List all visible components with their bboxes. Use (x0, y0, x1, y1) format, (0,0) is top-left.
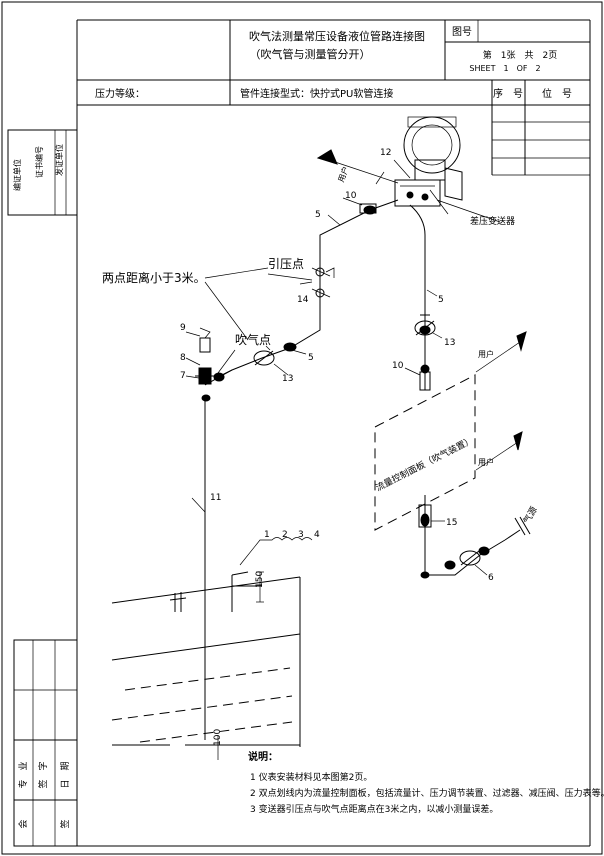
dim-150: 150 (255, 571, 265, 588)
countersign-label: 会 (17, 819, 29, 828)
flow-sensor-10a: 10 (342, 191, 377, 214)
transmitter-label: 差压变送器 (470, 215, 515, 227)
note-item-1: 1 仪表安装材料见本图第2页。 (250, 771, 372, 783)
callout-10a: 10 (345, 191, 357, 201)
tap-point-fitting: 14 (297, 267, 335, 305)
sign-label: 签 (59, 819, 71, 828)
position-no-header: 位 号 (542, 87, 572, 100)
sheet-en: SHEET 1 OF 2 (469, 64, 540, 73)
title-line1: 吹气法测量常压设备液位管路连接图 (249, 29, 425, 43)
tap-point-label: 引压点 (268, 257, 304, 271)
callout-13b: 13 (444, 338, 455, 348)
user-top-label: 用户 (336, 165, 351, 183)
left-margin-block: 编证单位 证书编号 发证单位 专 业 签 字 日 期 会 签 (7, 129, 78, 847)
filter-15: 15 (418, 504, 457, 528)
callout-14: 14 (297, 295, 309, 305)
callout-11: 11 (210, 493, 221, 503)
seq-no-header: 序 号 (493, 87, 523, 100)
notes-heading: 说明： (248, 750, 278, 763)
callout-1: 1 (264, 530, 270, 540)
dim-100: 100 (213, 729, 223, 746)
distance-note: 两点距离小于3米。 (102, 270, 206, 285)
dimensions: 150 100 (213, 571, 265, 760)
differential-pressure-transmitter: 差压变送器 12 (380, 116, 515, 227)
callout-5b: 5 (438, 295, 444, 305)
profession-label: 专 业 (17, 761, 29, 788)
panel-label: 流量控制面板（吹气装置） (374, 434, 476, 494)
callout-8: 8 (180, 353, 186, 363)
callout-2: 2 (282, 530, 288, 540)
needle-valve-13b: 13 (414, 314, 455, 348)
callout-3: 3 (298, 530, 304, 540)
callout-15: 15 (446, 518, 457, 528)
callout-4: 4 (314, 530, 320, 540)
connection-form-label: 管件连接型式：快拧式PU软管连接 (240, 87, 393, 100)
note-item-2: 2 双点划线内为流量控制面板，包括流量计、压力调节装置、过滤器、减压阀、压力表等… (250, 787, 604, 799)
blow-point-label: 吹气点 (235, 332, 271, 347)
vessel (111, 571, 301, 747)
drawing-no-label: 图号 (452, 26, 472, 38)
title-line2: （吹气管与测量管分开） (250, 47, 371, 61)
callout-6: 6 (488, 573, 494, 583)
callouts-1-4: 1 2 3 4 (239, 530, 320, 566)
air-source: 气源 (504, 504, 540, 541)
signature-label: 签 字 (37, 761, 49, 788)
title-block: 吹气法测量常压设备液位管路连接图 （吹气管与测量管分开） 图号 第 1张 共 2… (77, 20, 590, 176)
couplers (201, 205, 490, 579)
callout-5c: 5 (308, 353, 314, 363)
blow-point-assembly: 9 8 7 (180, 323, 215, 385)
needle-valve-6: 6 (459, 550, 494, 583)
flow-sensor-10b: 10 (392, 361, 431, 391)
air-source-label: 气源 (520, 504, 539, 526)
pipe-callouts-5: 5 5 5 (291, 210, 444, 363)
callout-9: 9 (180, 323, 186, 333)
issuer-label: 发证单位 (54, 144, 64, 176)
needle-valve-13a: 13 (253, 345, 293, 384)
notes-block: 说明： 1 仪表安装材料见本图第2页。 2 双点划线内为流量控制面板，包括流量计… (248, 750, 604, 815)
sheet-cn: 第 1张 共 2页 (483, 49, 557, 61)
callout-12: 12 (380, 148, 391, 158)
note-item-3: 3 变送器引压点与吹气点距离点在3米之内，以减小测量误差。 (250, 803, 498, 815)
user-right1-label: 用户 (478, 349, 494, 359)
callout-10b: 10 (392, 361, 404, 371)
issue-unit-label: 编证单位 (12, 159, 22, 191)
pressure-grade-label: 压力等级： (95, 87, 145, 100)
user-right2-label: 用户 (478, 457, 494, 467)
callout-7: 7 (180, 371, 186, 381)
callout-13a: 13 (282, 374, 293, 384)
date-label: 日 期 (60, 761, 71, 788)
cert-no-label: 证书编号 (34, 146, 44, 178)
piping (204, 199, 506, 740)
callout-5a: 5 (315, 210, 321, 220)
annotations: 引压点 吹气点 两点距离小于3米。 11 (102, 257, 313, 513)
